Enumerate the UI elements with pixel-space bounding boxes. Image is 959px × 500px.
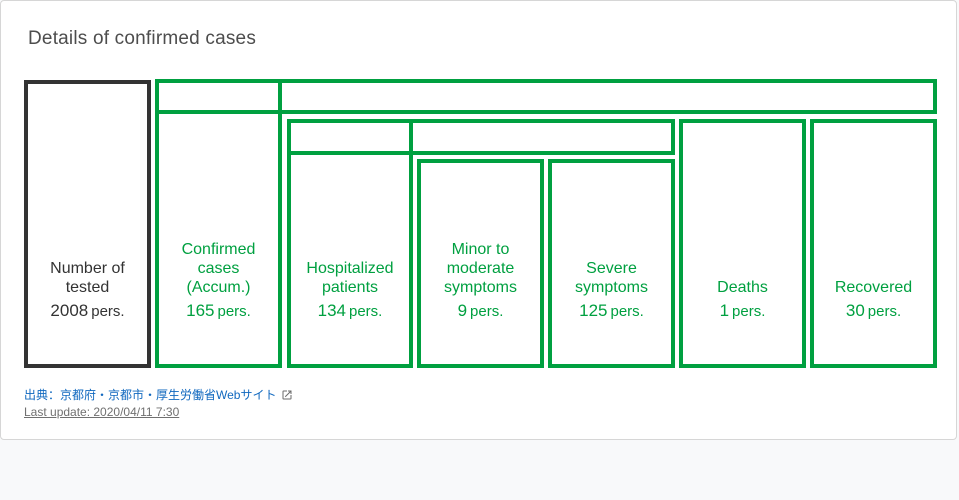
last-update-text: Last update: 2020/04/11 7:30 xyxy=(24,405,180,419)
external-link-icon xyxy=(282,390,292,399)
severe-symptoms-label: Severe symptoms xyxy=(575,260,648,296)
hospitalized-top-bracket xyxy=(278,110,937,114)
source-link[interactable]: 出典：京都府・京都市・厚生労働省Webサイト xyxy=(24,386,293,403)
tested-label: Number of tested xyxy=(50,260,125,296)
minor-symptoms-label: Minor to moderate symptoms xyxy=(444,241,517,296)
deaths-label: Deaths xyxy=(717,279,768,296)
card-title: Details of confirmed cases xyxy=(28,28,257,49)
confirmed-cases-label: Confirmed cases (Accum.) xyxy=(181,241,256,296)
confirmed-cases-card: Details of confirmed cases Number of tes… xyxy=(0,0,957,440)
source-link-text: 出典：京都府・京都市・厚生労働省Webサイト xyxy=(24,388,277,402)
recovered-label: Recovered xyxy=(834,279,913,296)
hospitalized-label: Hospitalized patients xyxy=(306,260,394,296)
